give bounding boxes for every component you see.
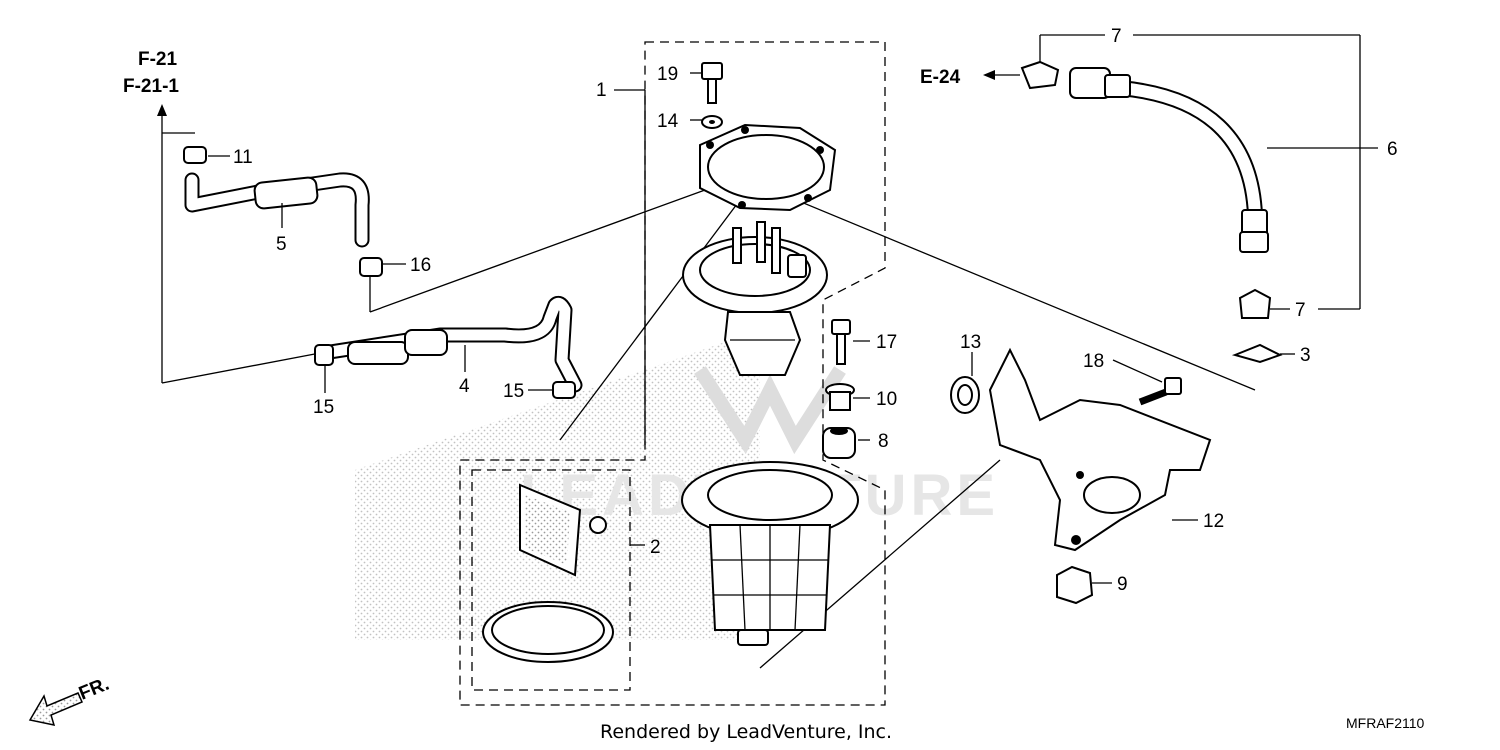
part-9-grommet [1056, 565, 1094, 605]
part-11-clamp [183, 146, 207, 164]
diagram-code: MFRAF2110 [1346, 715, 1425, 731]
callout-11: 11 [233, 147, 253, 168]
part-14-washer [701, 115, 723, 129]
callout-14: 14 [657, 111, 679, 132]
part-10-collar [825, 383, 855, 411]
pump-strainer-housing [681, 461, 859, 646]
callout-4: 4 [459, 376, 470, 397]
callout-12: 12 [1203, 511, 1224, 532]
front-direction-indicator: FR. [28, 674, 112, 726]
part-19-bolt [701, 62, 723, 104]
part-5-hose [184, 172, 370, 248]
callout-7-bottom: 7 [1295, 300, 1306, 321]
part-2-filter-kit [482, 483, 614, 663]
callout-15-left: 15 [313, 397, 334, 418]
callouts: 1 2 3 4 5 6 7 7 8 9 10 11 12 13 14 15 15… [233, 26, 1398, 595]
callout-15-right: 15 [503, 381, 524, 402]
callout-7-top: 7 [1111, 26, 1122, 47]
part-16-clamp [359, 257, 383, 277]
section-references: F-21 F-21-1 E-24 [123, 49, 961, 97]
front-label: FR. [76, 674, 112, 705]
callout-9: 9 [1117, 574, 1128, 595]
callout-8: 8 [878, 431, 889, 452]
callout-5: 5 [276, 234, 287, 255]
part-6-fuel-hose [1069, 67, 1269, 253]
callout-18: 18 [1083, 351, 1104, 372]
callout-2: 2 [650, 537, 661, 558]
part-8-grommet [822, 427, 856, 459]
part-7-connector-top [1020, 60, 1060, 90]
watermark: LEADVENTURE [355, 330, 995, 640]
ref-f21[interactable]: F-21 [138, 49, 178, 70]
pump-module [682, 221, 828, 376]
gasket-plate [699, 123, 837, 212]
part-4-hose [322, 295, 583, 393]
part-13-grommet [950, 376, 980, 414]
callout-17: 17 [876, 332, 897, 353]
ref-f21-1[interactable]: F-21-1 [123, 76, 179, 97]
footer-credit: Rendered by LeadVenture, Inc. [600, 721, 892, 743]
assembly-outline [459, 41, 886, 706]
leader-lines [208, 34, 1378, 584]
callout-16: 16 [410, 255, 431, 276]
routing-lines [157, 70, 1256, 669]
ref-e24[interactable]: E-24 [920, 67, 961, 88]
callout-3: 3 [1300, 345, 1311, 366]
part-12-bracket [988, 347, 1212, 552]
part-15-clamp-left [314, 344, 334, 366]
callout-19: 19 [657, 64, 678, 85]
part-17-bolt [831, 319, 851, 365]
part-7-connector-bottom [1238, 288, 1272, 319]
callout-6: 6 [1387, 139, 1398, 160]
part-18-bolt [1138, 377, 1182, 406]
callout-1: 1 [596, 80, 607, 101]
part-15-clamp-right [552, 381, 576, 399]
callout-10: 10 [876, 389, 897, 410]
callout-13: 13 [960, 332, 981, 353]
part-3-clip [1231, 343, 1283, 364]
